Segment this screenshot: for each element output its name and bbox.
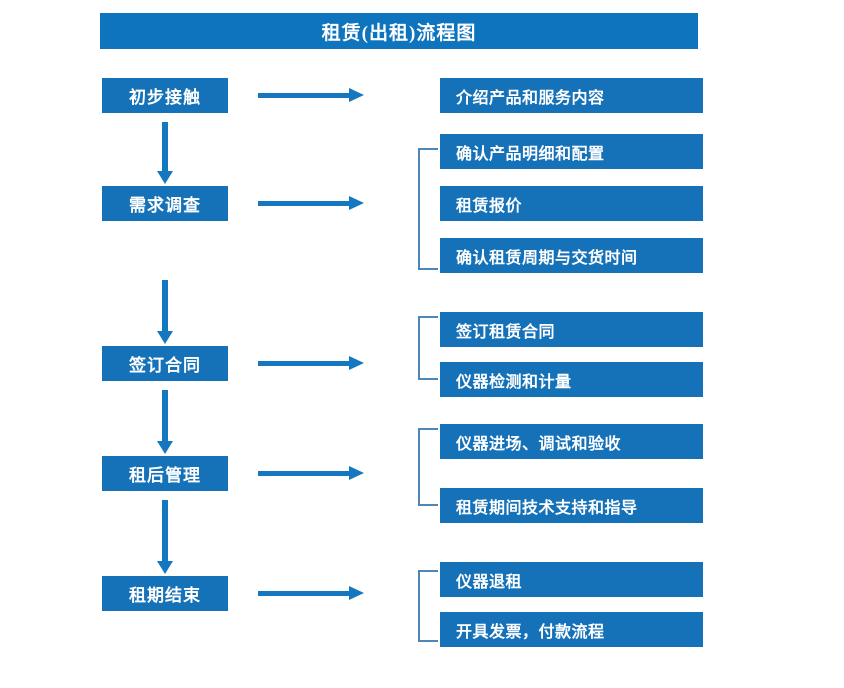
horizontal-arrow-1 bbox=[258, 88, 364, 102]
arrow-shaft bbox=[162, 280, 168, 331]
detail-box-5[interactable]: 签订租赁合同 bbox=[440, 312, 703, 347]
arrow-shaft bbox=[258, 93, 350, 98]
detail-box-2[interactable]: 确认产品明细和配置 bbox=[440, 134, 703, 169]
stage-box-5[interactable]: 租期结束 bbox=[102, 576, 228, 611]
stage-box-4[interactable]: 租后管理 bbox=[102, 456, 228, 491]
detail-box-4[interactable]: 确认租赁周期与交货时间 bbox=[440, 238, 703, 273]
detail-box-10[interactable]: 开具发票，付款流程 bbox=[440, 612, 703, 647]
arrow-shaft bbox=[258, 591, 350, 596]
page-title: 租赁(出租)流程图 bbox=[100, 13, 698, 49]
arrow-head-right-icon bbox=[349, 356, 364, 370]
arrow-head-right-icon bbox=[349, 196, 364, 210]
vertical-arrow-3 bbox=[157, 390, 173, 454]
detail-box-6[interactable]: 仪器检测和计量 bbox=[440, 362, 703, 397]
arrow-shaft bbox=[258, 361, 350, 366]
group-bracket-1 bbox=[418, 148, 438, 270]
horizontal-arrow-5 bbox=[258, 586, 364, 600]
stage-box-1[interactable]: 初步接触 bbox=[102, 78, 228, 113]
arrow-head-down-icon bbox=[157, 331, 173, 344]
arrow-head-down-icon bbox=[157, 171, 173, 184]
arrow-head-right-icon bbox=[349, 466, 364, 480]
arrow-shaft bbox=[162, 390, 168, 441]
detail-box-8[interactable]: 租赁期间技术支持和指导 bbox=[440, 488, 703, 523]
detail-box-3[interactable]: 租赁报价 bbox=[440, 186, 703, 221]
arrow-shaft bbox=[258, 471, 350, 476]
horizontal-arrow-4 bbox=[258, 466, 364, 480]
stage-box-3[interactable]: 签订合同 bbox=[102, 346, 228, 381]
group-bracket-3 bbox=[418, 428, 438, 506]
arrow-head-down-icon bbox=[157, 561, 173, 574]
detail-box-1[interactable]: 介绍产品和服务内容 bbox=[440, 78, 703, 113]
detail-box-9[interactable]: 仪器退租 bbox=[440, 562, 703, 597]
arrow-shaft bbox=[258, 201, 350, 206]
arrow-shaft bbox=[162, 500, 168, 561]
vertical-arrow-1 bbox=[157, 122, 173, 184]
horizontal-arrow-2 bbox=[258, 196, 364, 210]
arrow-head-right-icon bbox=[349, 88, 364, 102]
horizontal-arrow-3 bbox=[258, 356, 364, 370]
detail-box-7[interactable]: 仪器进场、调试和验收 bbox=[440, 424, 703, 459]
arrow-shaft bbox=[162, 122, 168, 171]
stage-box-2[interactable]: 需求调查 bbox=[102, 186, 228, 221]
group-bracket-2 bbox=[418, 316, 438, 380]
vertical-arrow-2 bbox=[157, 280, 173, 344]
arrow-head-right-icon bbox=[349, 586, 364, 600]
arrow-head-down-icon bbox=[157, 441, 173, 454]
group-bracket-4 bbox=[418, 570, 438, 642]
vertical-arrow-4 bbox=[157, 500, 173, 574]
